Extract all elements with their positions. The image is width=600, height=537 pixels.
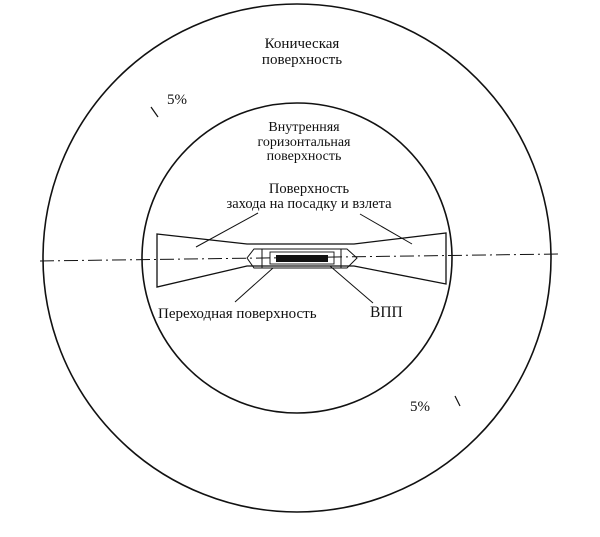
slope-label-top: 5%: [167, 92, 187, 108]
runway-leader: [329, 265, 374, 304]
transitional-surface-label: Переходная поверхность: [158, 306, 317, 322]
inner-horizontal-surface-circle: [141, 102, 453, 414]
conical-surface-outer-circle: [42, 3, 552, 513]
transitional-leader: [234, 267, 274, 303]
inner-horizontal-label-line-1: Внутренняя: [268, 120, 340, 135]
conical-surface-label: Коническая поверхность: [244, 36, 360, 69]
approach-surface-label: Поверхность захода на посадку и взлета: [199, 181, 419, 213]
runway-rectangle: [276, 255, 328, 262]
slope-tick-bottom: [454, 395, 461, 407]
approach-leader-right: [359, 213, 413, 245]
inner-horizontal-surface-label: Внутренняя горизонтальная поверхность: [236, 120, 372, 165]
conical-surface-label-line-2: поверхность: [261, 51, 343, 68]
runway-strip-outline: [269, 251, 335, 265]
runway-label: ВПП: [370, 304, 403, 321]
inner-horizontal-label-line-2: горизонтальная: [257, 134, 351, 150]
inner-horizontal-label-line-3: поверхность: [266, 149, 342, 165]
approach-leader-left: [195, 212, 259, 248]
approach-takeoff-surface-outline: [156, 232, 447, 288]
slope-tick-top: [150, 106, 159, 118]
transitional-surface-strip: [246, 248, 358, 269]
runway-centerline: [39, 253, 561, 262]
approach-label-line-1: Поверхность: [268, 181, 350, 197]
conical-surface-label-line-1: Коническая: [264, 36, 340, 52]
slope-label-bottom: 5%: [410, 399, 430, 415]
approach-label-line-2: захода на посадку и взлета: [226, 196, 392, 213]
